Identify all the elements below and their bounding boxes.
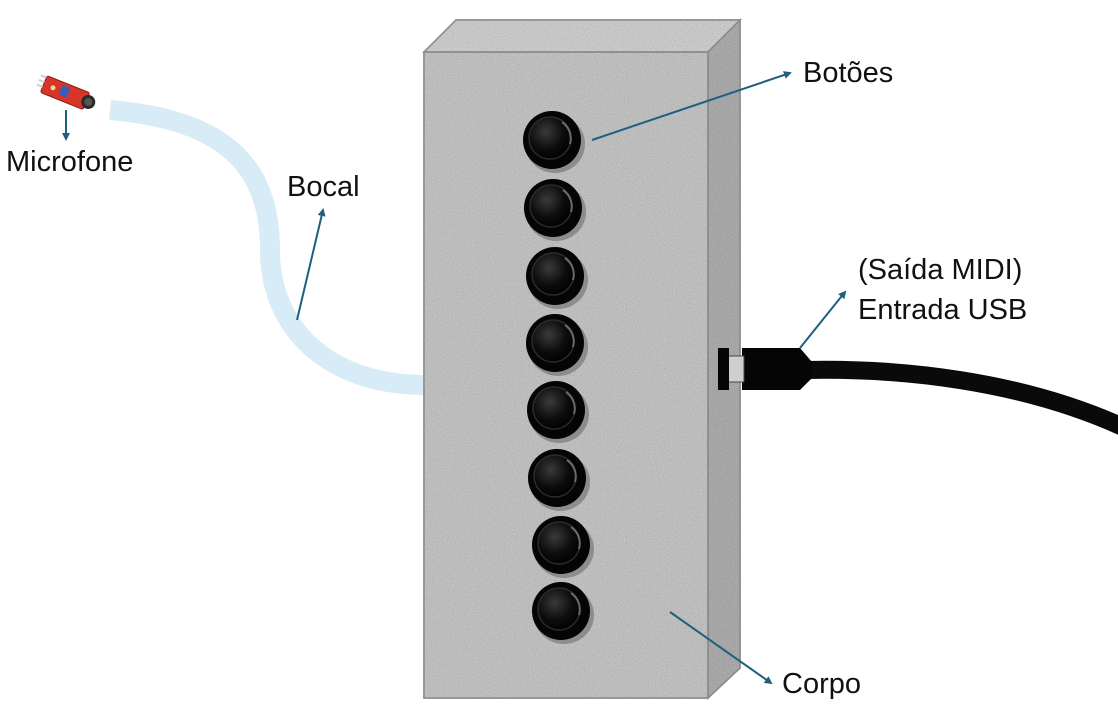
usb-cable (804, 360, 1118, 435)
arrow-corpo (669, 611, 773, 685)
usb-cable-icon (718, 348, 1118, 435)
arrow-bocal (296, 208, 326, 321)
label-corpo: Corpo (782, 668, 861, 700)
label-botoes: Botões (803, 57, 894, 89)
arrow-botoes (591, 71, 792, 141)
push-button (527, 381, 589, 443)
push-button (528, 449, 590, 511)
buttons-column (523, 111, 594, 644)
push-button (532, 516, 594, 578)
usb-port (718, 348, 729, 390)
push-button (526, 247, 588, 309)
push-button (523, 111, 585, 173)
label-entrada-usb: Entrada USB (858, 294, 1028, 326)
microphone-sensor-icon (36, 74, 96, 110)
label-saida-midi: (Saída MIDI) (858, 254, 1023, 286)
push-button (526, 314, 588, 376)
usb-plug-housing (742, 348, 794, 390)
label-microfone: Microfone (6, 146, 134, 178)
push-button (524, 179, 586, 241)
arrow-entrada-usb (799, 290, 847, 349)
usb-plug-metal (727, 355, 745, 383)
annotation-arrows (62, 71, 847, 685)
mouthpiece-tube (109, 100, 426, 395)
label-bocal: Bocal (287, 171, 360, 203)
push-button (532, 582, 594, 644)
usb-plug-strain-relief (790, 348, 812, 390)
